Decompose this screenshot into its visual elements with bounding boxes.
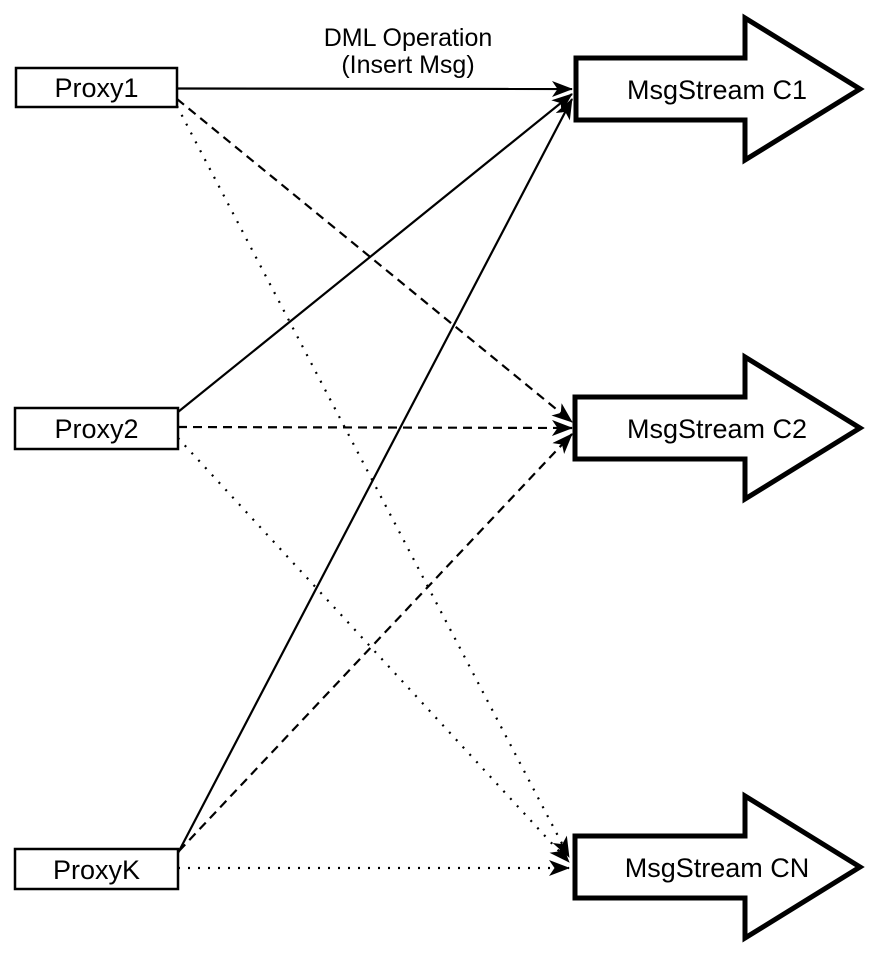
proxy1-box	[14, 66, 179, 109]
proxyk-node: ProxyK	[13, 847, 180, 891]
proxy2-node: Proxy2	[13, 406, 180, 451]
dml-operation-label-line1: DML Operation	[324, 24, 493, 52]
edge-proxy2-to-msgstream-c1	[177, 93, 573, 413]
msgstream-c1-node: MsgStream C1	[573, 13, 865, 165]
proxyk-box	[13, 847, 180, 891]
msgstream-c2-arrow	[572, 352, 865, 504]
msgstream-cn-label: MsgStream CN	[625, 853, 810, 883]
msgstream-cn-node: MsgStream CN	[572, 791, 865, 943]
proxyk-label: ProxyK	[53, 855, 140, 885]
msgstream-cn-arrow	[572, 791, 865, 943]
edge-proxy1-to-msgstream-cn	[176, 105, 570, 858]
edge-proxy1-to-msgstream-c2	[176, 98, 573, 423]
dml-operation-label-line2: (Insert Msg)	[341, 51, 474, 79]
msgstream-c2-label: MsgStream C2	[627, 414, 807, 444]
msgstream-c1-arrow	[573, 13, 865, 165]
edge-proxy2-to-msgstream-cn	[177, 437, 570, 863]
proxy1-node: Proxy1	[14, 66, 179, 109]
proxy2-box	[13, 406, 180, 451]
edge-proxy1-to-msgstream-c1	[176, 80, 573, 97]
proxy1-label: Proxy1	[54, 73, 138, 103]
edge-proxyk-to-msgstream-c2	[178, 433, 573, 852]
msgstream-c2-node: MsgStream C2	[572, 352, 865, 504]
proxy2-label: Proxy2	[54, 414, 138, 444]
msgstream-c1-label: MsgStream C1	[627, 75, 807, 105]
edge-proxy2-to-msgstream-c2	[177, 419, 573, 436]
edge-proxyk-to-msgstream-c1	[177, 98, 573, 854]
